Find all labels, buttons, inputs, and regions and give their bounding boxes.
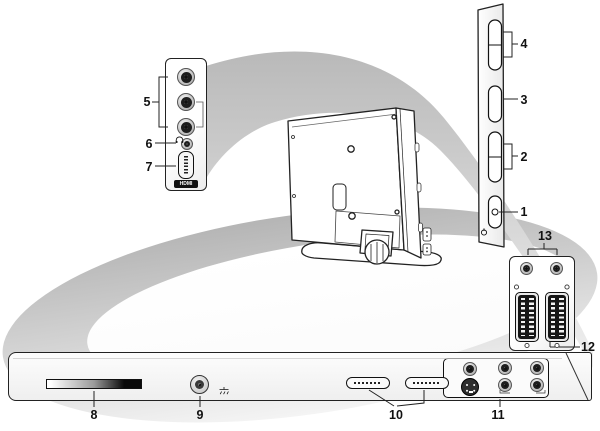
volume-rocker-button	[487, 19, 503, 71]
ground-icon	[218, 383, 230, 401]
power-button	[487, 195, 503, 229]
callout-11: 11	[491, 408, 505, 422]
tv-screw	[291, 135, 295, 139]
tv-cable-holder	[364, 239, 390, 265]
power-icon	[480, 223, 488, 241]
tv-screw	[348, 212, 356, 220]
volume-label: - VOLUME +	[479, 30, 484, 60]
callout-4: 4	[520, 37, 528, 51]
common-interface-slot	[46, 379, 142, 389]
tv-screw	[292, 194, 296, 198]
ext4-audio-r-jack	[530, 378, 544, 392]
audio-out-right-jack	[550, 262, 563, 275]
tv-vesa-recess	[334, 210, 401, 249]
headphone-icon	[175, 131, 184, 149]
antenna-connector	[190, 375, 209, 394]
component-pr-jack	[530, 361, 544, 375]
hdmi-side-port	[178, 151, 194, 179]
callout-6: 6	[145, 137, 153, 151]
svideo-yc-port	[461, 378, 479, 396]
tv-stand-neck	[359, 229, 394, 257]
callout-7: 7	[145, 160, 153, 174]
tv-back-panel	[287, 107, 405, 251]
callout-10: 10	[389, 408, 403, 422]
tv-side-connector-strip	[422, 227, 432, 242]
callout-12: 12	[581, 340, 595, 354]
tv-screw	[347, 145, 355, 153]
tv-back-illustration	[287, 107, 442, 267]
ext4-audio-l-jack	[498, 378, 512, 392]
callout-2: 2	[520, 150, 528, 164]
power-button-dot	[491, 208, 499, 216]
hdmi1-port	[405, 377, 449, 389]
scart-ext1-port	[515, 292, 539, 342]
tv-side-frame	[395, 107, 422, 259]
tv-screw	[394, 209, 400, 215]
callout-1: 1	[520, 205, 528, 219]
callout-8: 8	[90, 408, 98, 422]
audio-in-right-jack	[177, 118, 195, 136]
tv-stand-base	[301, 242, 442, 267]
video-in-jack	[177, 68, 195, 86]
callout-5: 5	[143, 95, 151, 109]
component-y-jack	[463, 362, 477, 376]
audio-in-left-jack	[177, 93, 195, 111]
hdmi2-port	[346, 377, 390, 389]
program-rocker-button	[487, 131, 503, 183]
headphone-jack	[181, 138, 193, 150]
tv-vent-slot	[332, 183, 347, 211]
callout-3: 3	[520, 93, 528, 107]
tv-side-connector-strip	[422, 243, 432, 256]
menu-button	[487, 85, 503, 123]
hdmi-badge: HDMI	[174, 180, 198, 188]
tv-screw	[391, 114, 397, 120]
callout-9: 9	[196, 408, 204, 422]
program-label: - PROGRAM +	[479, 140, 484, 174]
audio-out-left-jack	[520, 262, 533, 275]
component-pb-jack	[498, 361, 512, 375]
scart-ext2-port	[545, 292, 569, 342]
menu-label: MENU	[479, 95, 484, 111]
callout-13: 13	[538, 229, 552, 243]
